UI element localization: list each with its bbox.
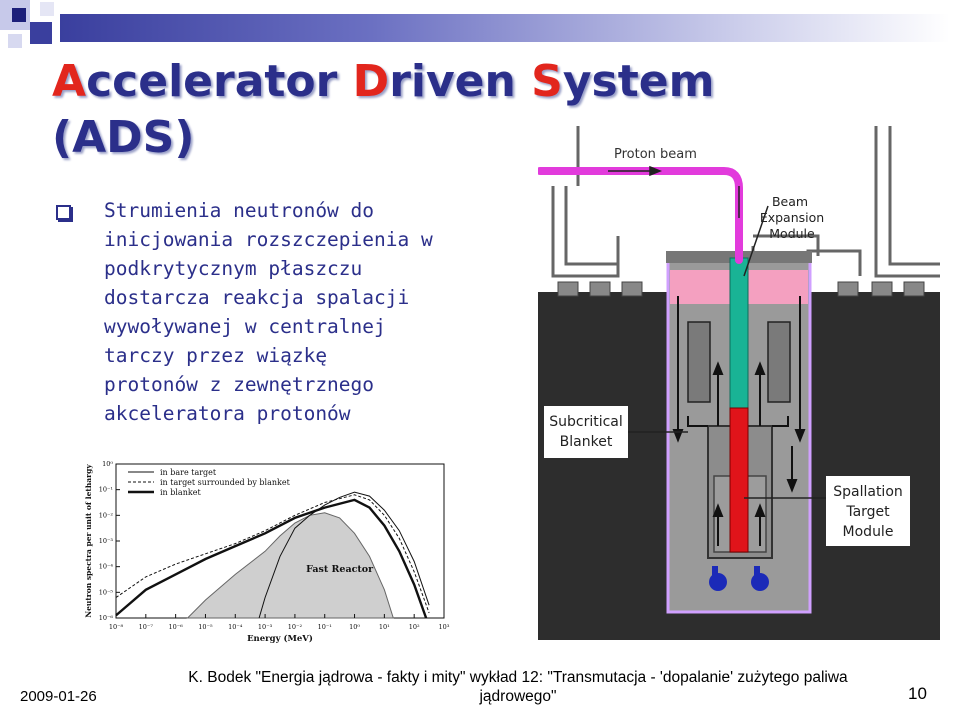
series-line — [115, 494, 430, 614]
label-beam-expansion: Beam — [772, 194, 808, 209]
series-line — [258, 491, 430, 619]
title-word: ystem — [562, 56, 715, 107]
x-tick-label: 10⁻⁶ — [168, 623, 183, 631]
title-word: ccelerator — [86, 56, 353, 107]
bullet-line: wywoływanej w centralnej — [104, 315, 386, 338]
label-spallation-target-module: Spallation — [833, 484, 903, 500]
y-tick-label: 10⁻³ — [99, 537, 114, 545]
y-tick-label: 10⁰ — [102, 460, 113, 468]
bullet-line: akceleratora protonów — [104, 402, 351, 425]
header-square — [12, 8, 26, 22]
bullet-line: protonów z zewnętrznego — [104, 373, 375, 396]
x-tick-label: 10⁻³ — [258, 623, 273, 631]
spallation-target — [729, 407, 749, 553]
pump-icon — [709, 573, 727, 591]
x-tick-label: 10³ — [439, 623, 450, 631]
legend-label: in target surrounded by blanket — [160, 478, 291, 487]
title-word: riven — [389, 56, 532, 107]
pump-icon — [751, 573, 769, 591]
footer-date: 2009-01-26 — [20, 688, 97, 705]
footer-credit-line: jądrowego" — [479, 688, 557, 705]
series-fast-reactor — [186, 512, 394, 619]
label-proton-beam: Proton beam — [614, 147, 697, 162]
y-axis-label: Neutron spectra per unit of lethargy — [84, 464, 93, 618]
slide-title: Accelerator Driven System (ADS) — [52, 54, 714, 166]
title-line-1: Accelerator Driven System — [52, 56, 714, 107]
label-beam-expansion: Expansion — [760, 210, 824, 225]
label-subcritical-blanket: Subcritical — [549, 414, 623, 430]
beam-pipe — [729, 257, 749, 409]
title-accent-letter: D — [352, 56, 390, 107]
x-tick-label: 10² — [409, 623, 420, 631]
label-subcritical-blanket: Blanket — [560, 434, 613, 450]
y-tick-label: 10⁻² — [99, 511, 114, 519]
bullet-line: inicjowania rozszczepienia w — [104, 228, 433, 251]
bullet-line: Strumienia neutronów do — [104, 199, 375, 222]
legend-label: in blanket — [160, 488, 201, 497]
x-tick-label: 10⁻⁴ — [228, 623, 243, 631]
title-accent-letter: S — [531, 56, 563, 107]
footer-credit-line: K. Bodek "Energia jądrowa - fakty i mity… — [188, 669, 848, 686]
bullet-checkbox-icon — [56, 205, 71, 220]
bullet-text: Strumienia neutronów do inicjowania rozs… — [104, 196, 524, 428]
neutron-spectrum-chart: 10⁻⁸ 10⁻⁷ 10⁻⁶ 10⁻⁵ 10⁻⁴ 10⁻³ 10⁻² 10⁻¹ 10⁰ 10¹ 10… — [84, 460, 450, 644]
y-tick-label: 10⁻⁶ — [99, 614, 114, 622]
title-line-2: (ADS) — [52, 112, 195, 163]
bullet-line: dostarcza reakcja spalacji — [104, 286, 410, 309]
title-accent-letter: A — [52, 56, 87, 107]
y-tick-label: 10⁻¹ — [99, 486, 114, 494]
footer-credit: K. Bodek "Energia jądrowa - fakty i mity… — [168, 668, 868, 706]
x-tick-label: 10⁻⁷ — [139, 623, 154, 631]
y-tick-label: 10⁻⁴ — [99, 563, 114, 571]
label-spallation-target-module: Target — [845, 504, 890, 520]
blanket-block — [767, 321, 791, 403]
x-tick-label: 10⁰ — [349, 623, 360, 631]
x-tick-label: 10⁻⁵ — [198, 623, 213, 631]
header-square — [8, 34, 22, 48]
bullet-line: podkrytycznym płaszczu — [104, 257, 363, 280]
x-tick-label: 10¹ — [379, 623, 390, 631]
blanket-block — [687, 321, 711, 403]
legend-label: in bare target — [160, 468, 217, 477]
label-spallation-target-module: Module — [843, 524, 894, 540]
page-number: 10 — [908, 684, 927, 703]
label-beam-expansion: Module — [769, 226, 815, 241]
x-axis-label: Energy (MeV) — [247, 633, 313, 644]
x-tick-label: 10⁻¹ — [318, 623, 333, 631]
x-tick-label: 10⁻² — [288, 623, 303, 631]
header-square — [40, 2, 54, 16]
header-gradient-bar — [60, 14, 950, 42]
ads-diagram: Proton beam Beam Expansion Module Subcri… — [538, 126, 940, 640]
chart-annotation: Fast Reactor — [306, 564, 374, 575]
bullet-line: tarczy przez wiązkę — [104, 344, 328, 367]
series-line — [115, 498, 428, 619]
x-tick-label: 10⁻⁸ — [109, 623, 124, 631]
header-square — [30, 22, 52, 44]
y-tick-label: 10⁻⁵ — [99, 588, 114, 596]
